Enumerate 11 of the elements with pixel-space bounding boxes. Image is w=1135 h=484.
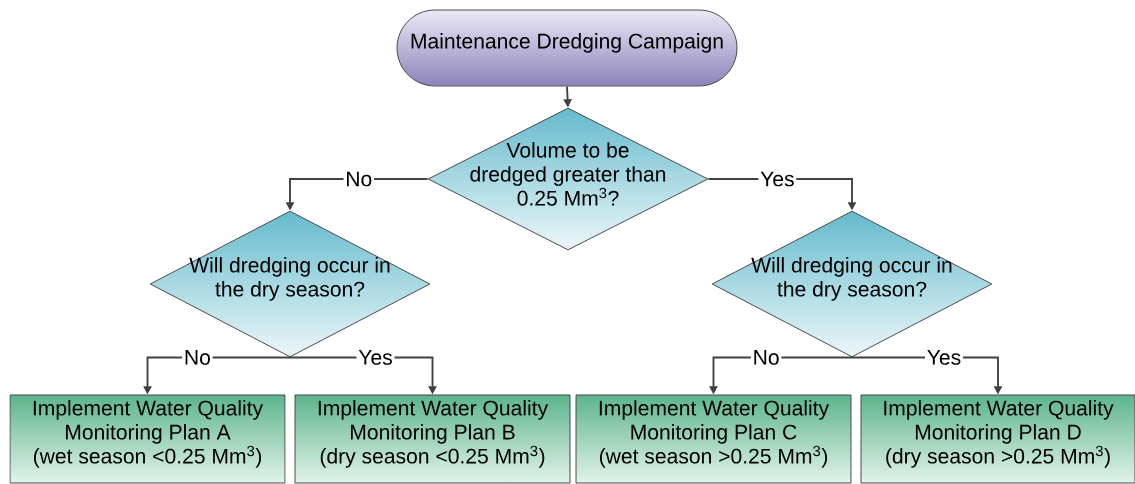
rounded-process-box: Maintenance Dredging Campaign: [396, 9, 738, 87]
action-box: Implement Water Quality Monitoring Plan D (dry season >0.25 Mm$^{3}$): [860, 394, 1135, 484]
action-box: Implement Water Quality Monitoring Plan C (wet season >0.25 Mm$^{3}$): [575, 394, 852, 484]
edge-label: No: [343, 169, 374, 189]
edge-label: Yes: [925, 348, 963, 367]
edge-label: Yes: [356, 348, 395, 367]
action-box: Implement Water Quality Monitoring Plan A (wet season <0.25 Mm$^{3}$): [9, 394, 286, 484]
action-box: Implement Water Quality Monitoring Plan B (dry season <0.25 Mm$^{3}$): [294, 394, 571, 484]
edge-label: No: [750, 348, 782, 367]
edge-label: No: [182, 348, 213, 367]
edge-label: Yes: [758, 169, 797, 189]
